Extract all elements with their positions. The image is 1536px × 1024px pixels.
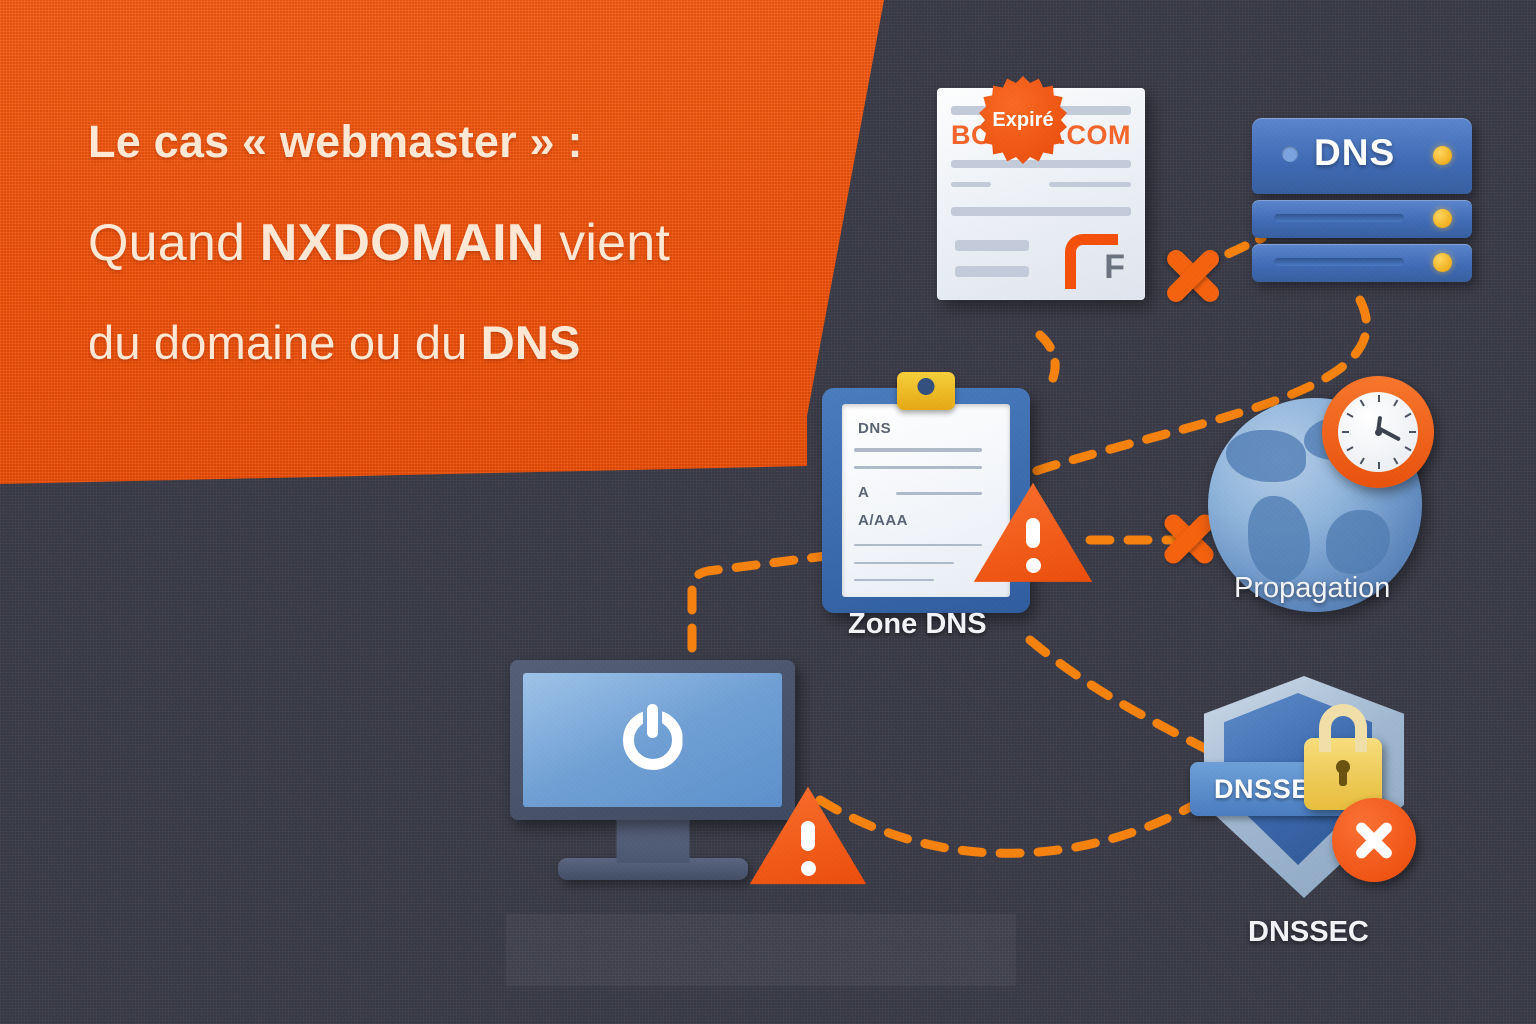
headline-line-2-post: vient [544,214,670,273]
doc-line [951,207,1131,216]
doc-line [955,266,1029,277]
doc-line [955,240,1029,251]
propagation-caption: Propagation [1234,572,1391,604]
error-cross-badge [1332,798,1416,882]
client-monitor-icon[interactable] [510,660,795,900]
server-indicator-dot [1282,146,1298,162]
server-unit-bottom [1252,244,1472,282]
zone-line [854,448,982,452]
warning-triangle-icon-monitor [746,782,870,898]
logo-letter: F [1104,248,1125,286]
clock-icon [1322,376,1434,488]
clock-tick [1393,457,1399,465]
clipboard-sheet: DNS A A/AAA [842,404,1010,597]
power-bar [647,704,658,738]
clock-tick [1359,399,1365,407]
link-monitor-to-zone [687,551,831,653]
zone-line [854,466,982,469]
globe-landmass [1326,510,1390,574]
warning-exclamation-bar [801,821,815,852]
doc-line [951,182,991,187]
server-slot [1274,258,1404,266]
server-unit-middle [1252,200,1472,238]
headline-line-2: Quand NXDOMAIN vient [88,209,788,278]
footer-placeholder-bar [506,914,1016,986]
server-led [1433,146,1452,165]
clock-tick [1378,462,1380,469]
page-title: Le cas « webmaster » : Quand NXDOMAIN vi… [88,112,788,374]
zone-line [854,579,934,581]
clock-tick [1346,412,1354,418]
zone-record-aaaa: A/AAA [858,512,908,529]
server-led [1433,253,1452,272]
clock-tick [1378,395,1380,402]
dnssec-shield-icon[interactable]: DNSSEC [1190,676,1416,904]
power-icon [622,704,683,770]
warning-exclamation-bar [1026,518,1040,549]
zone-line [854,562,954,564]
dns-server-label: DNS [1314,132,1396,173]
expired-badge: Expiré [979,76,1067,164]
server-slot [1274,214,1404,222]
warning-exclamation-dot [1025,558,1041,574]
zone-record-a: A [858,484,870,501]
dns-zone-clipboard[interactable]: DNS A A/AAA [822,372,1030,613]
clock-center-pin [1374,428,1382,436]
warning-exclamation-dot [800,860,816,876]
link-doc-to-zone [1035,330,1060,386]
zone-line [896,492,982,495]
clock-face [1338,392,1418,472]
clock-tick [1346,446,1354,452]
warning-triangle-icon-zone [970,478,1096,596]
server-unit-top: DNS [1252,118,1472,194]
clock-tick [1404,412,1412,418]
expired-domain-document[interactable]: BOM .COM F Expiré [937,76,1145,300]
orange-banner [0,0,884,484]
headline-line-2-pre: Quand [88,214,260,273]
clock-tick [1404,446,1412,452]
dns-server-icon[interactable]: DNS [1252,118,1472,288]
headline-line-3-pre: du domaine ou du [88,316,481,370]
monitor-bezel [510,660,795,820]
link-monitor-to-dnssec [815,793,1211,858]
banner-texture [0,0,884,484]
server-led [1433,209,1452,228]
zone-dns-caption: Zone DNS [848,608,987,640]
dnssec-caption: DNSSEC [1248,916,1369,948]
domain-suffix: .COM [1058,120,1131,150]
globe-landmass [1226,430,1306,482]
headline-line-3: du domaine ou du DNS [88,312,788,374]
clock-tick [1393,399,1399,407]
monitor-screen [523,673,782,807]
zone-record-title: DNS [858,420,892,437]
zone-line [854,544,982,546]
logo-arc [1065,234,1118,289]
clipboard-clip-icon [897,372,955,410]
monitor-neck [616,818,689,863]
propagation-globe-icon[interactable] [1208,376,1434,612]
link-zone-to-dnssec [1025,635,1217,757]
registrar-logo-icon: F [1065,234,1127,289]
clock-tick [1342,431,1349,433]
headline-line-1: Le cas « webmaster » : [88,116,583,167]
cross-mark-icon-doc-dns [1160,243,1226,309]
headline-line-2-strong: NXDOMAIN [259,214,545,273]
doc-line [951,160,1131,168]
lock-keyhole [1336,760,1350,774]
headline-line-3-strong: DNS [480,316,581,370]
clock-tick [1409,431,1416,433]
clock-tick [1359,457,1365,465]
doc-line [1049,182,1131,187]
globe-landmass [1248,496,1310,582]
monitor-base [557,858,748,880]
